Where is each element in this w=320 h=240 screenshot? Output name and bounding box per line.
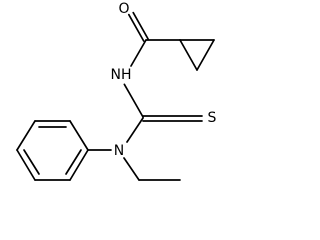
bond-n-ethyl: [123, 157, 140, 181]
bond-carbonyl-double-a: [127, 13, 145, 42]
bond-carbonyl-double-b: [132, 11, 149, 40]
bond-thiocarbonyl-n: [126, 117, 144, 143]
atom-nitrogen-amide: NH: [111, 67, 132, 83]
bond-phenyl-4: [16, 149, 36, 181]
bond-nh-thiocarbonyl: [123, 83, 144, 118]
bond-cyclopropyl-right: [196, 39, 215, 71]
bond-phenyl-inner-2: [23, 149, 40, 175]
bond-cyclopropyl-left: [179, 39, 198, 71]
atom-nitrogen-amine: N: [114, 143, 124, 159]
bond-carbonyl-nh: [130, 39, 147, 67]
bond-phenyl-1: [69, 120, 89, 151]
atom-oxygen: O: [118, 1, 129, 17]
bond-phenyl-3: [16, 120, 36, 151]
bond-phenyl-inner-3: [65, 149, 82, 175]
molecule-canvas: O NH S N: [16, 1, 217, 181]
bond-phenyl-6: [69, 149, 89, 181]
atom-sulfur: S: [208, 110, 217, 126]
structure-diagram: O NH S N: [16, 1, 217, 181]
